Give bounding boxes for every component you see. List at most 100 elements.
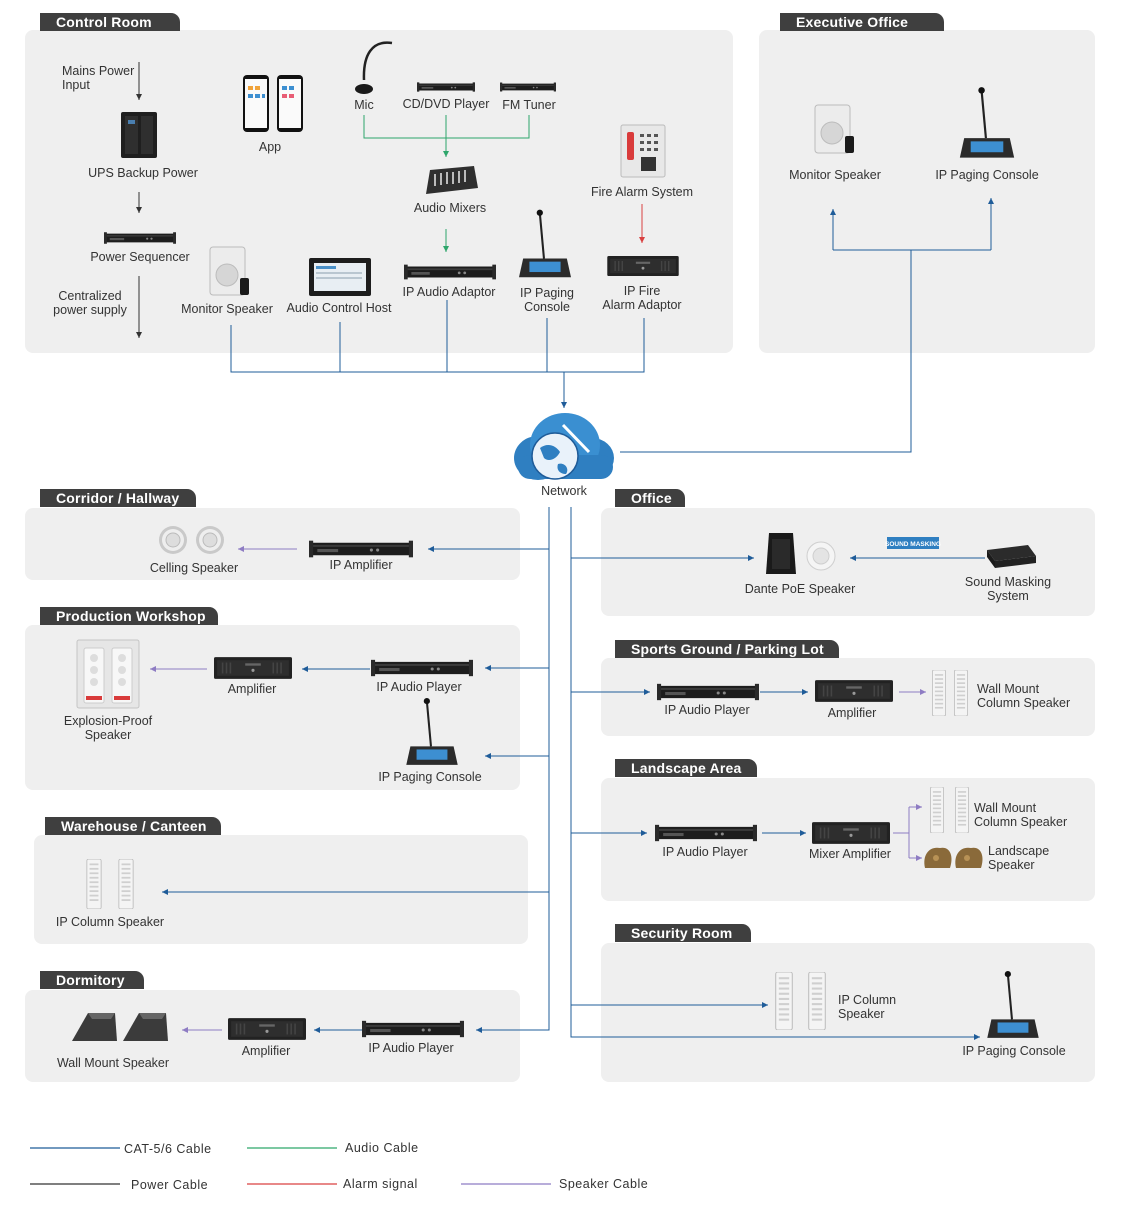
dormitory-amplifier-icon — [228, 1018, 306, 1040]
warehouse-panel — [34, 835, 528, 944]
wall-mount-speaker-icon — [72, 1013, 168, 1041]
ceiling-speaker-label: Celling Speaker — [149, 561, 239, 575]
dante-poe-speaker-label: Dante PoE Speaker — [744, 582, 856, 596]
centralized-power-label: Centralized power supply — [53, 289, 127, 317]
fm-tuner-icon — [500, 82, 556, 92]
app-label: App — [258, 140, 282, 154]
mic-label: Mic — [354, 98, 374, 112]
warehouse-column-label: IP Column Speaker — [55, 915, 165, 929]
security-column-speaker-icon-1 — [775, 972, 793, 1030]
security-title: Security Room — [615, 924, 751, 942]
audio-control-host-label: Audio Control Host — [286, 301, 392, 315]
ip-amplifier-icon — [309, 540, 413, 558]
executive-office-title: Executive Office — [780, 13, 944, 31]
workshop-amplifier-icon — [214, 657, 292, 679]
power-sequencer-icon — [104, 232, 176, 244]
sports-column-speaker-icon-1 — [931, 670, 947, 716]
legend-lines — [30, 1147, 551, 1185]
exec-paging-console-label: IP Paging Console — [935, 168, 1039, 182]
warehouse-column-speaker-icon-1 — [86, 859, 102, 909]
explosion-proof-label: Explosion-Proof Speaker — [63, 714, 153, 742]
dante-poe-speaker-icon — [766, 533, 836, 574]
workshop-title: Production Workshop — [40, 607, 218, 625]
workshop-paging-label: IP Paging Console — [378, 770, 482, 784]
workshop-ip-audio-player-icon — [371, 659, 473, 677]
speaker-cable-lines — [150, 546, 926, 1033]
ip-audio-adaptor-icon — [404, 264, 496, 280]
wall-mount-speaker-label: Wall Mount Speaker — [56, 1056, 170, 1070]
workshop-paging-console-icon — [406, 697, 458, 766]
warehouse-column-speaker-icon-2 — [118, 859, 134, 909]
control-room-title: Control Room — [40, 13, 180, 31]
app-phones-icon — [243, 75, 303, 132]
workshop-player-label: IP Audio Player — [376, 680, 462, 694]
landscape-column-speaker-icon-2 — [954, 787, 970, 833]
executive-office-panel — [759, 30, 1095, 353]
landscape-speaker-label: Landscape Speaker — [988, 844, 1050, 872]
network-cloud-icon — [514, 413, 614, 480]
sports-column-speaker-icon-2 — [953, 670, 969, 716]
workshop-amplifier-label: Amplifier — [227, 682, 277, 696]
sports-player-label: IP Audio Player — [664, 703, 750, 717]
audio-mixers-label: Audio Mixers — [413, 201, 487, 215]
warehouse-title: Warehouse / Canteen — [45, 817, 221, 835]
exec-paging-console-icon — [959, 86, 1015, 159]
network-label: Network — [541, 484, 587, 498]
network-cable-lines — [162, 198, 994, 1040]
dormitory-player-label: IP Audio Player — [368, 1041, 454, 1055]
ups-icon — [121, 112, 157, 158]
ceiling-speaker-icon-2 — [195, 525, 225, 555]
security-panel — [601, 943, 1095, 1082]
mixer-amplifier-icon — [812, 822, 890, 844]
ip-fire-alarm-adaptor-icon — [607, 256, 679, 276]
mic-icon — [355, 41, 393, 94]
sports-column-speaker-label: Wall Mount Column Speaker — [977, 682, 1071, 710]
legend-alarm-label: Alarm signal — [343, 1177, 418, 1191]
security-paging-console-icon — [986, 970, 1040, 1039]
power-sequencer-label: Power Sequencer — [90, 250, 190, 264]
dormitory-amplifier-label: Amplifier — [241, 1044, 291, 1058]
landscape-column-label: Wall Mount Column Speaker — [974, 801, 1068, 829]
control-room-panel — [25, 30, 733, 353]
sports-ip-audio-player-icon — [657, 683, 759, 701]
ip-amplifier-label: IP Amplifier — [329, 558, 393, 572]
audio-mixer-icon — [426, 166, 478, 194]
sound-masking-badge-text: SOUND MASKING — [885, 541, 941, 548]
ip-audio-adaptor-label: IP Audio Adaptor — [402, 285, 496, 299]
dormitory-title: Dormitory — [40, 971, 144, 989]
cd-dvd-player-icon — [417, 82, 475, 92]
sound-masking-system-icon — [987, 545, 1036, 568]
legend-cat-label: CAT-5/6 Cable — [124, 1142, 212, 1156]
ceiling-speaker-icon-1 — [158, 525, 188, 555]
landscape-ip-audio-player-icon — [655, 824, 757, 842]
audio-cable-lines — [363, 115, 530, 252]
audio-control-host-icon — [309, 258, 371, 296]
ups-label: UPS Backup Power — [88, 166, 198, 180]
landscape-rock-speaker-icon — [924, 847, 983, 868]
legend-audio-label: Audio Cable — [345, 1141, 419, 1155]
fire-alarm-system-icon — [620, 124, 666, 178]
sports-title: Sports Ground / Parking Lot — [615, 640, 839, 658]
legend-power-label: Power Cable — [131, 1178, 209, 1192]
corridor-panel — [25, 508, 520, 580]
legend-speaker-label: Speaker Cable — [559, 1177, 649, 1191]
sports-amplifier-label: Amplifier — [827, 706, 877, 720]
fire-alarm-system-label: Fire Alarm System — [590, 185, 694, 199]
ip-paging-console-icon — [519, 208, 571, 279]
landscape-player-label: IP Audio Player — [662, 845, 748, 859]
exec-monitor-speaker-label: Monitor Speaker — [789, 168, 881, 182]
landscape-column-speaker-icon-1 — [929, 787, 945, 833]
mains-power-label: Mains Power Input — [62, 64, 135, 92]
cd-dvd-label: CD/DVD Player — [402, 97, 490, 111]
security-column-speaker-icon-2 — [808, 972, 826, 1030]
fm-tuner-label: FM Tuner — [502, 98, 556, 112]
exec-monitor-speaker-icon — [814, 104, 854, 154]
fire-alarm-adaptor-label: IP Fire Alarm Adaptor — [602, 284, 682, 312]
office-title: Office — [615, 489, 685, 507]
cr-monitor-speaker-label: Monitor Speaker — [181, 302, 273, 316]
explosion-proof-speaker-icon — [76, 639, 140, 709]
dormitory-ip-audio-player-icon — [362, 1020, 464, 1038]
sound-masking-system-label: Sound Masking System — [964, 575, 1052, 603]
monitor-speaker-icon — [209, 246, 249, 296]
